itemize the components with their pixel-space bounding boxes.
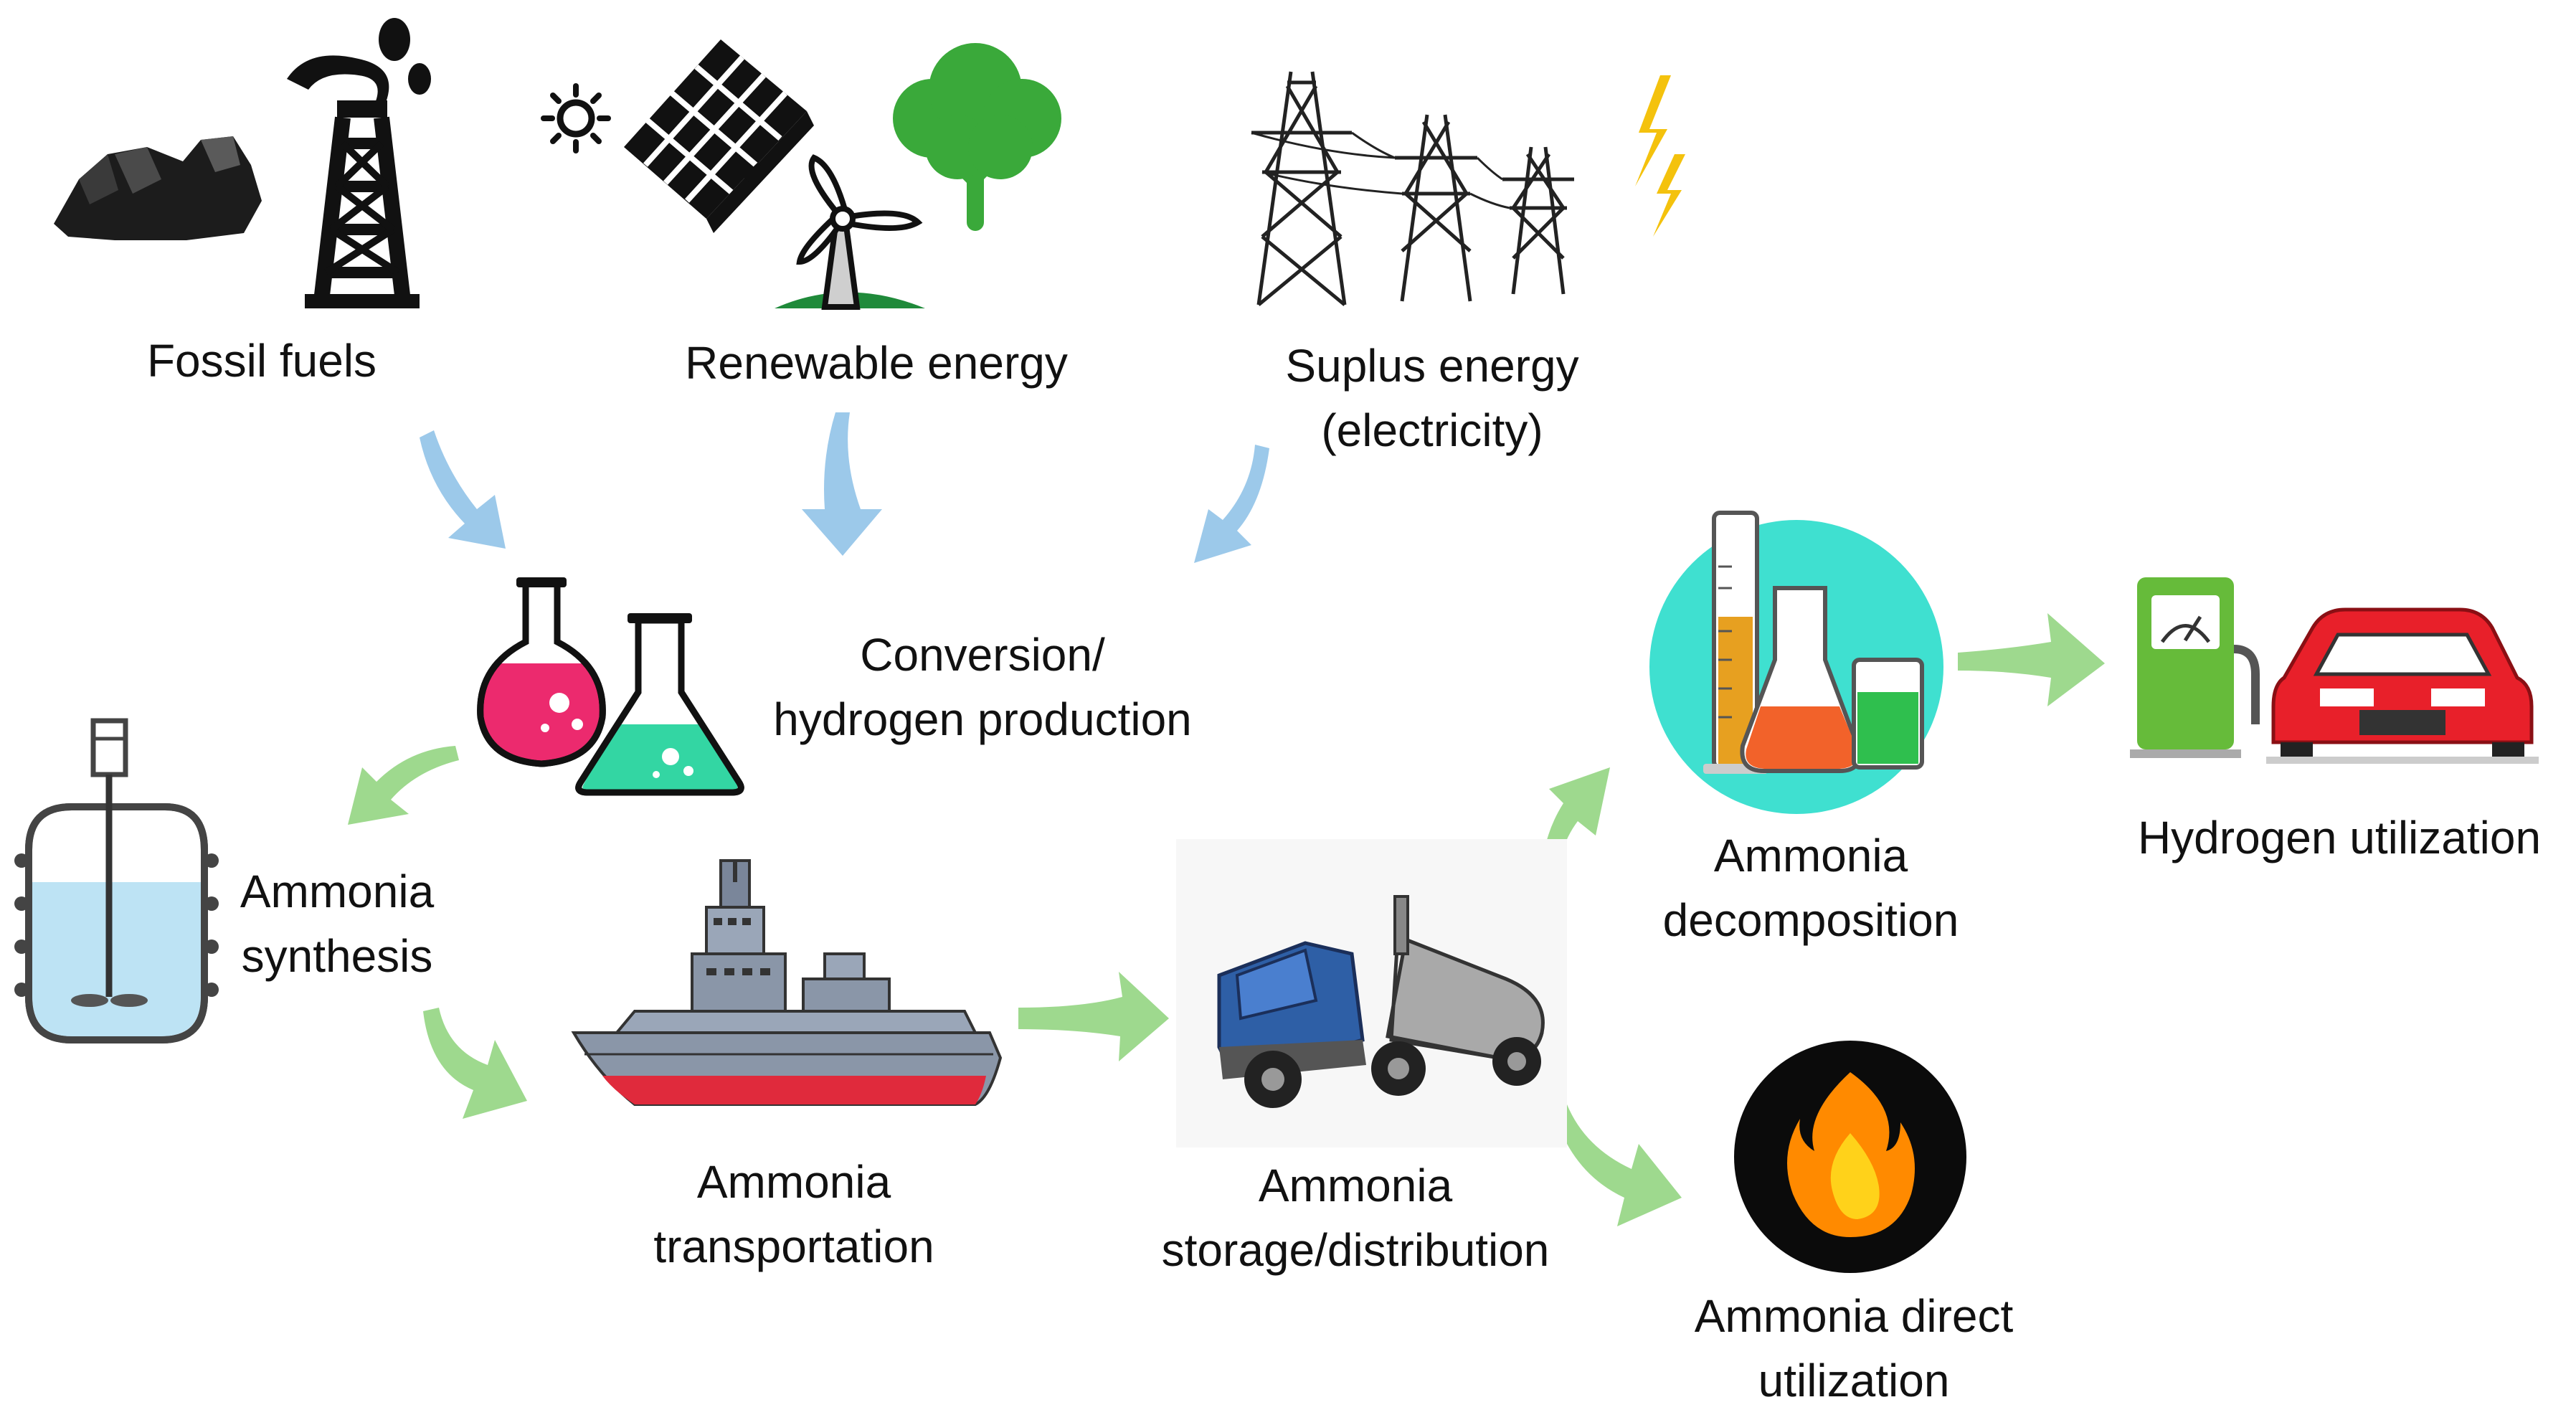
renewable-energy-label: Renewable energy bbox=[685, 337, 1068, 389]
oil-derrick-icon bbox=[287, 18, 431, 308]
decomposition-label-line1: Ammonia bbox=[1714, 830, 1908, 881]
surplus-energy-label-line1: Suplus energy bbox=[1285, 340, 1578, 392]
hydrogen-utilization-label: Hydrogen utilization bbox=[2138, 812, 2541, 863]
transportation-label-line2: transportation bbox=[653, 1221, 934, 1272]
fuel-pump-icon bbox=[2130, 577, 2260, 758]
reactor-icon bbox=[14, 718, 219, 1043]
lightning-icon bbox=[1635, 75, 1685, 237]
arrow-fossil-to-conversion bbox=[420, 430, 506, 549]
green-flask-icon bbox=[575, 613, 744, 796]
ship-icon bbox=[571, 859, 1003, 1106]
transportation-label-line1: Ammonia bbox=[697, 1156, 891, 1208]
flame-icon bbox=[1734, 1041, 1966, 1273]
power-tower-icon bbox=[1251, 71, 1574, 306]
decomposition-label-line2: decomposition bbox=[1663, 894, 1959, 946]
arrow-conversion-to-synthesis bbox=[348, 746, 459, 825]
lab-glassware-icon bbox=[1649, 511, 1943, 814]
conversion-label-line1: Conversion/ bbox=[860, 629, 1105, 681]
direct-utilization-label-line2: utilization bbox=[1758, 1355, 1950, 1406]
direct-utilization-label-line1: Ammonia direct bbox=[1695, 1290, 2014, 1342]
solar-panel-icon bbox=[624, 39, 814, 233]
arrow-surplus-to-conversion bbox=[1194, 445, 1269, 563]
pink-flask-icon bbox=[477, 577, 606, 767]
storage-label-line2: storage/distribution bbox=[1162, 1224, 1550, 1276]
arrow-renewable-to-conversion bbox=[802, 412, 882, 556]
wind-turbine-icon bbox=[775, 154, 925, 310]
arrow-storage-to-direct bbox=[1553, 1104, 1682, 1226]
car-icon bbox=[2266, 607, 2539, 764]
conversion-label-line2: hydrogen production bbox=[773, 694, 1192, 745]
tree-icon bbox=[893, 43, 1061, 231]
arrow-transport-to-storage bbox=[1018, 972, 1169, 1061]
arrow-synthesis-to-transport bbox=[423, 1008, 527, 1119]
arrow-decomposition-to-hydrogen bbox=[1958, 613, 2105, 706]
surplus-energy-label-line2: (electricity) bbox=[1321, 404, 1543, 456]
coal-icon bbox=[54, 136, 262, 240]
sun-icon bbox=[541, 83, 611, 153]
synthesis-label-line1: Ammonia bbox=[240, 866, 435, 917]
fossil-fuels-label: Fossil fuels bbox=[147, 335, 377, 387]
tanker-truck-icon bbox=[1176, 839, 1567, 1147]
synthesis-label-line2: synthesis bbox=[242, 930, 433, 982]
storage-label-line1: Ammonia bbox=[1259, 1160, 1453, 1211]
